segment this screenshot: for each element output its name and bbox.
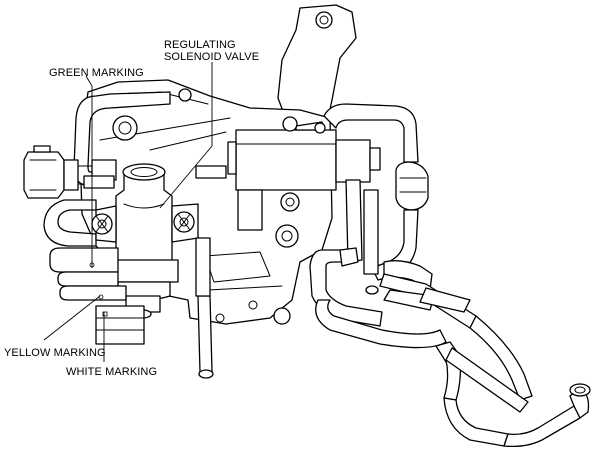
regulating-label-line2: SOLENOID VALVE [164,51,260,63]
right-hose-bundle [309,103,591,448]
regulating-label-line1: REGULATING [164,39,236,51]
regulating-solenoid-valve [83,163,227,319]
electrical-connector [23,145,117,199]
right-solenoid [227,116,381,231]
yellow-marking-label: YELLOW MARKING [4,347,106,359]
leader-lines [43,62,213,362]
green-marking-label: GREEN MARKING [49,67,144,79]
drain-pipe [195,237,214,379]
white-marking-label: WHITE MARKING [66,366,158,378]
